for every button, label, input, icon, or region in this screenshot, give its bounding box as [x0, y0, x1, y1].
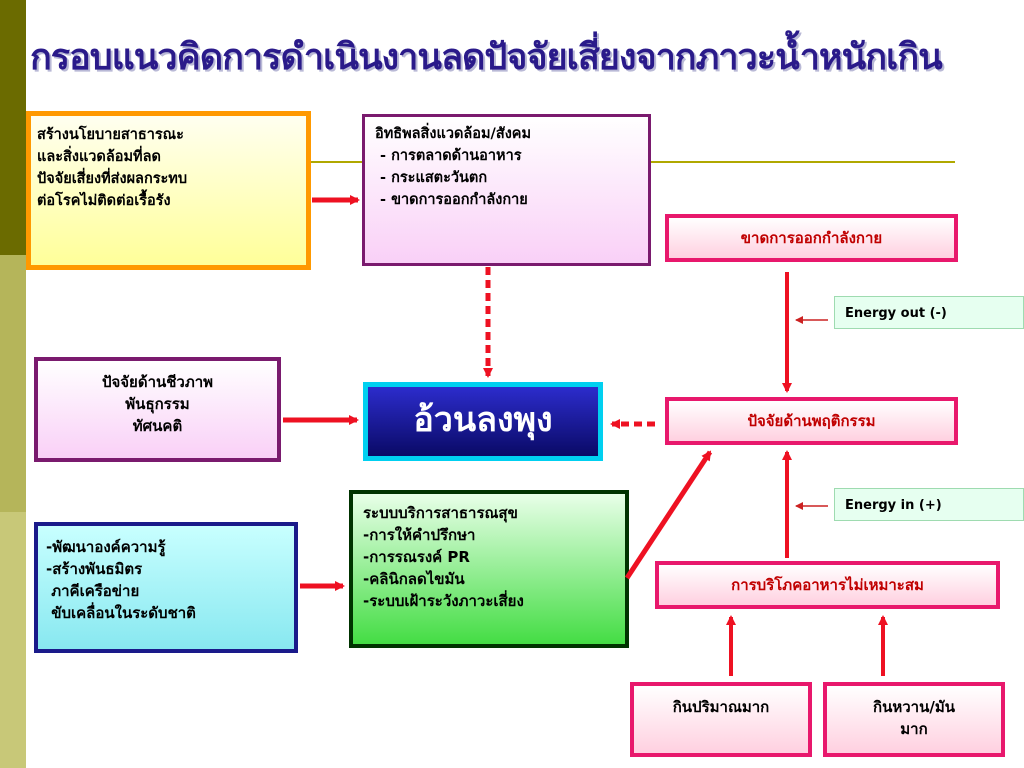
sweet-line: กินหวาน/มัน — [873, 698, 955, 716]
improper-diet-box: การบริโภคอาหารไม่เหมาะสม — [655, 561, 1000, 609]
policy-line: ต่อโรคไม่ติดต่อเรื้อรัง — [37, 193, 171, 209]
knowledge-line: -สร้างพันธมิตร — [46, 560, 143, 578]
policy-line: ปัจจัยเสี่ยงที่ส่งผลกระทบ — [37, 171, 188, 187]
service-line: -การให้คำปรึกษา — [363, 526, 476, 544]
health-service-box: ระบบบริการสาธารณสุข -การให้คำปรึกษา -การ… — [349, 490, 629, 648]
knowledge-line: ภาคีเครือข่าย — [46, 582, 140, 600]
side-stripe-bottom — [0, 512, 26, 768]
eat-large-quantity-box: กินปริมาณมาก — [630, 682, 812, 757]
arrow-service-to-behavior — [624, 450, 713, 580]
knowledge-line: -พัฒนาองค์ความรู้ — [46, 538, 166, 556]
knowledge-network-box: -พัฒนาองค์ความรู้ -สร้างพันธมิตร ภาคีเคร… — [34, 522, 298, 653]
influence-line: - การตลาดด้านอาหาร — [375, 148, 522, 164]
behavior-factor-box: ปัจจัยด้านพฤติกรรม — [665, 397, 958, 445]
environment-influence-box: อิทธิพลสิ่งแวดล้อม/สังคม - การตลาดด้านอา… — [362, 114, 651, 266]
bio-line: ทัศนคติ — [132, 417, 183, 435]
side-stripe-middle — [0, 255, 26, 512]
policy-box: สร้างนโยบายสาธารณะ และสิ่งแวดล้อมที่ลด ป… — [26, 111, 311, 270]
bio-line: ปัจจัยด้านชีวภาพ — [101, 373, 214, 391]
biological-factor-box: ปัจจัยด้านชีวภาพ พันธุกรรม ทัศนคติ — [34, 357, 281, 462]
influence-line: - ขาดการออกกำลังกาย — [375, 192, 528, 208]
service-line: -คลินิกลดไขมัน — [363, 570, 465, 588]
lack-exercise-box: ขาดการออกกำลังกาย — [665, 214, 958, 262]
policy-line: สร้างนโยบายสาธารณะ — [37, 127, 184, 143]
knowledge-line: ขับเคลื่อนในระดับชาติ — [46, 604, 196, 622]
energy-in-label: Energy in (+) — [834, 488, 1024, 521]
influence-line: อิทธิพลสิ่งแวดล้อม/สังคม — [375, 126, 532, 142]
page-title: กรอบแนวคิดการดำเนินงานลดปัจจัยเสี่ยงจากภ… — [30, 37, 943, 78]
policy-line: และสิ่งแวดล้อมที่ลด — [37, 149, 161, 165]
influence-line: - กระแสตะวันตก — [375, 170, 488, 186]
side-stripe-top — [0, 0, 26, 255]
central-obesity-box: อ้วนลงพุง — [363, 382, 603, 461]
bio-line: พันธุกรรม — [125, 395, 190, 413]
eat-sweet-fat-box: กินหวาน/มัน มาก — [823, 682, 1005, 757]
service-line: -การรณรงค์ PR — [363, 548, 470, 566]
service-line: -ระบบเฝ้าระวังภาวะเสี่ยง — [363, 592, 524, 610]
sweet-line: มาก — [900, 720, 928, 738]
service-line: ระบบบริการสาธารณสุข — [363, 504, 518, 522]
